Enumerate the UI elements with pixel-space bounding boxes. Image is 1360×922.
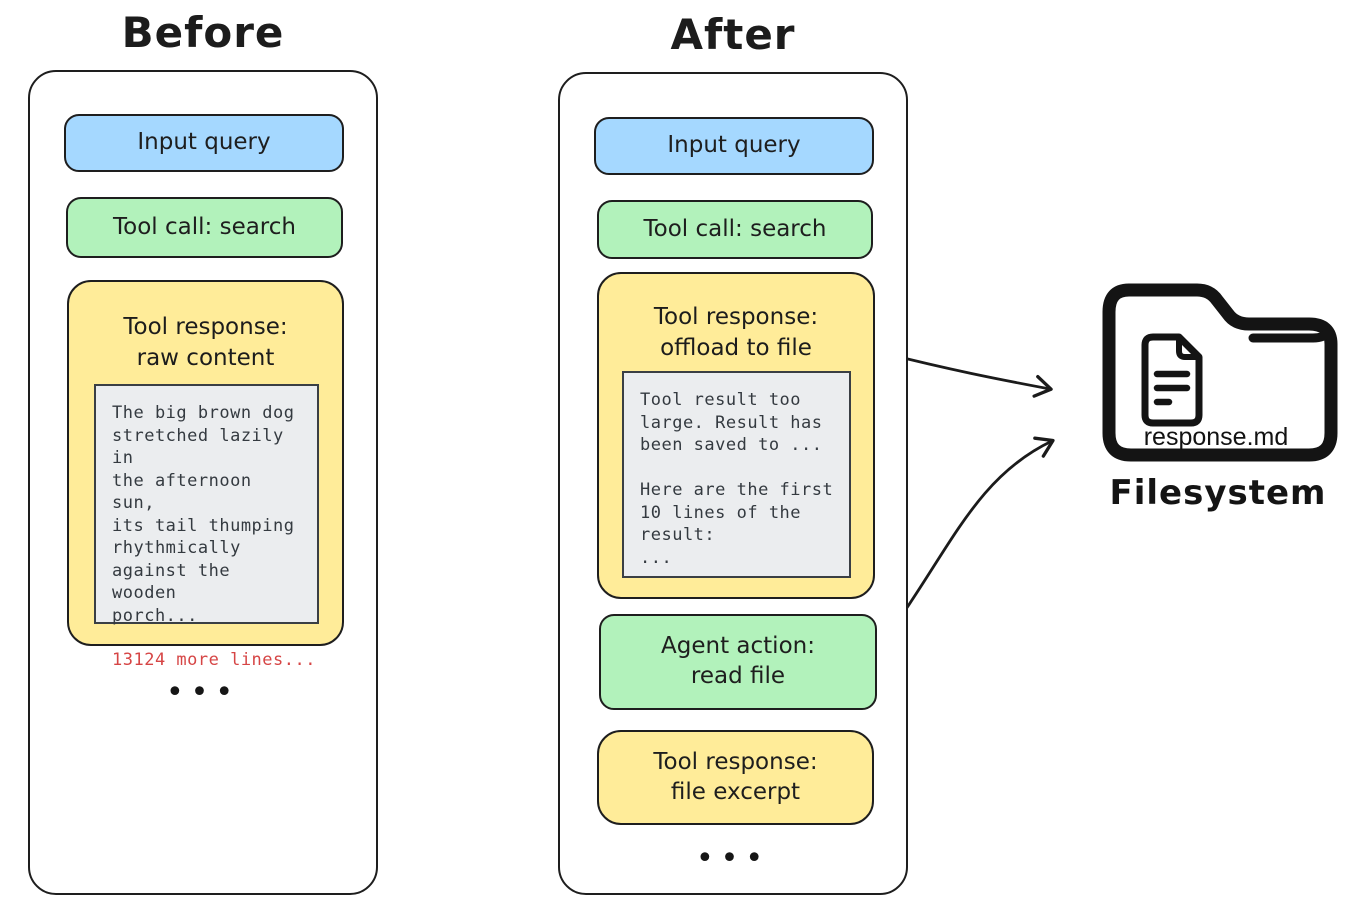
before-truncation-note: 13124 more lines... bbox=[112, 650, 316, 670]
filesystem-label: Filesystem bbox=[1109, 473, 1327, 513]
folder-icon bbox=[1102, 283, 1338, 462]
after-offload-message-box: Tool result too large. Result has been s… bbox=[622, 371, 851, 578]
after-tool-call-box: Tool call: search bbox=[597, 200, 873, 259]
document-icon bbox=[1141, 333, 1203, 427]
before-raw-content-box: The big brown dog stretched lazily in th… bbox=[94, 384, 319, 670]
filesystem-group: response.md Filesystem bbox=[1093, 281, 1343, 526]
after-more-indicator: ••• bbox=[695, 841, 771, 876]
before-panel: Input query Tool call: search Tool respo… bbox=[28, 70, 378, 895]
before-title: Before bbox=[121, 8, 285, 57]
before-tool-call-box: Tool call: search bbox=[66, 197, 343, 258]
after-agent-action-box: Agent action: read file bbox=[599, 614, 877, 710]
filesystem-file-name: response.md bbox=[1143, 423, 1289, 451]
before-raw-content-text: The big brown dog stretched lazily in th… bbox=[112, 403, 295, 626]
after-tool-response-title: Tool response: offload to file bbox=[653, 304, 819, 362]
after-title: After bbox=[670, 10, 796, 59]
before-tool-response-card: Tool response: raw content The big brown… bbox=[67, 280, 344, 670]
before-input-query-box: Input query bbox=[64, 114, 344, 172]
after-tool-response-card: Tool response: offload to file Tool resu… bbox=[597, 272, 875, 599]
after-offload-message-text: Tool result too large. Result has been s… bbox=[640, 390, 834, 568]
after-tool-response-excerpt-box: Tool response: file excerpt bbox=[597, 730, 874, 825]
after-panel: Input query Tool call: search Tool respo… bbox=[558, 72, 908, 895]
before-tool-response-title: Tool response: raw content bbox=[123, 314, 288, 372]
before-more-indicator: ••• bbox=[165, 675, 241, 710]
after-input-query-box: Input query bbox=[594, 117, 874, 175]
